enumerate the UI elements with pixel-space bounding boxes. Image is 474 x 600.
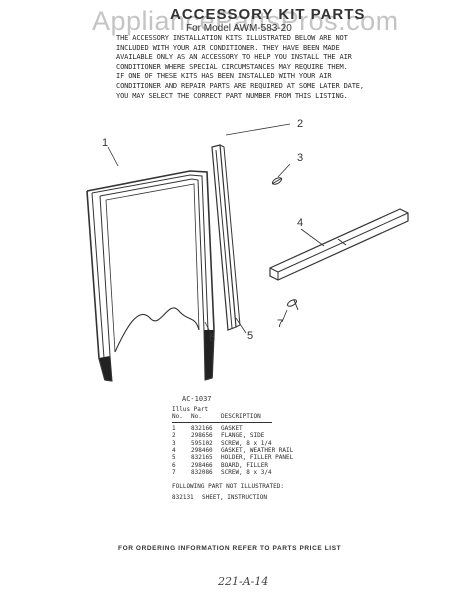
callout-4: 4 [297, 217, 304, 229]
intro-text: THE ACCESSORY INSTALLATION KITS ILLUSTRA… [116, 34, 376, 101]
watermark-text: AppliancePartsPros.com [92, 6, 399, 36]
part-number: 832165 [191, 454, 213, 462]
leader-lines [107, 123, 325, 337]
part-description: SCREW, 8 x 3/4 [221, 469, 272, 477]
illus-number: 3 [172, 439, 176, 447]
page-title: ACCESSORY KIT PARTS [170, 6, 366, 23]
parts-table-header: No. No. DESCRIPTION [172, 413, 372, 420]
part-description: HOLDER, FILLER PANEL [221, 454, 294, 462]
handwritten-code: 221-A-14 [218, 575, 269, 588]
illus-number: 5 [172, 454, 176, 462]
part-description: SCREW, 8 x 1/4 [221, 439, 272, 447]
table-row: 6 298466 BOARD, FILLER [172, 462, 372, 469]
diagram-code: AC-1037 [182, 395, 212, 403]
illus-number: 2 [172, 432, 176, 440]
header-illus-part: Illus Part [172, 406, 209, 413]
part-description: GASKET, WEATHER RAIL [221, 447, 294, 455]
intro-paragraph-1: THE ACCESSORY INSTALLATION KITS ILLUSTRA… [116, 34, 352, 71]
part-number: 595102 [191, 439, 213, 447]
not-illustrated-note: FOLLOWING PART NOT ILLUSTRATED: [172, 482, 284, 490]
part-number: 298656 [191, 432, 213, 440]
side-flange [211, 144, 241, 331]
part-number: 298466 [191, 461, 213, 469]
callout-2: 2 [297, 118, 304, 130]
screw-part-3 [271, 177, 283, 185]
part-description: FLANGE, SIDE [221, 432, 265, 440]
parts-table-header-top: Illus Part [172, 406, 372, 413]
intro-paragraph-2: IF ONE OF THESE KITS HAS BEEN INSTALLED … [116, 72, 364, 100]
ordering-footer: FOR ORDERING INFORMATION REFER TO PARTS … [118, 545, 342, 552]
illus-number: 1 [172, 424, 176, 432]
part-number: 832086 [191, 469, 213, 477]
table-row: 7 832086 SCREW, 8 x 3/4 [172, 469, 372, 476]
extra-part-description: SHEET, INSTRUCTION [202, 494, 268, 502]
table-row: 3 595102 SCREW, 8 x 1/4 [172, 440, 372, 447]
illus-number: 6 [172, 461, 176, 469]
illus-number: 7 [172, 469, 176, 477]
callout-1: 1 [102, 137, 109, 149]
part-description: BOARD, FILLER [221, 461, 268, 469]
callout-6: 6 [209, 332, 216, 344]
model-subtitle: For Model AWM-583-20 [186, 23, 292, 34]
part-description: GASKET [221, 424, 243, 432]
header-part-no: No. [191, 413, 202, 421]
callout-3: 3 [297, 152, 304, 164]
table-row: 5 832165 HOLDER, FILLER PANEL [172, 454, 372, 461]
header-rule [172, 421, 272, 423]
weather-rail [269, 208, 409, 281]
illus-number: 4 [172, 447, 176, 455]
table-row: 4 298460 GASKET, WEATHER RAIL [172, 447, 372, 454]
callout-5: 5 [247, 330, 254, 342]
gasket-frame [86, 170, 215, 382]
header-description: DESCRIPTION [221, 413, 261, 421]
table-row: 2 298656 FLANGE, SIDE [172, 432, 372, 439]
table-row: 1 832166 GASKET [172, 425, 372, 432]
callout-7: 7 [277, 318, 284, 330]
extra-part-number: 832131 [172, 494, 194, 502]
part-number: 832166 [191, 424, 213, 432]
extra-part-row: 832131 SHEET, INSTRUCTION [172, 494, 372, 501]
part-number: 298460 [191, 447, 213, 455]
header-no: No. [172, 413, 183, 421]
screw-part-7 [286, 299, 299, 311]
